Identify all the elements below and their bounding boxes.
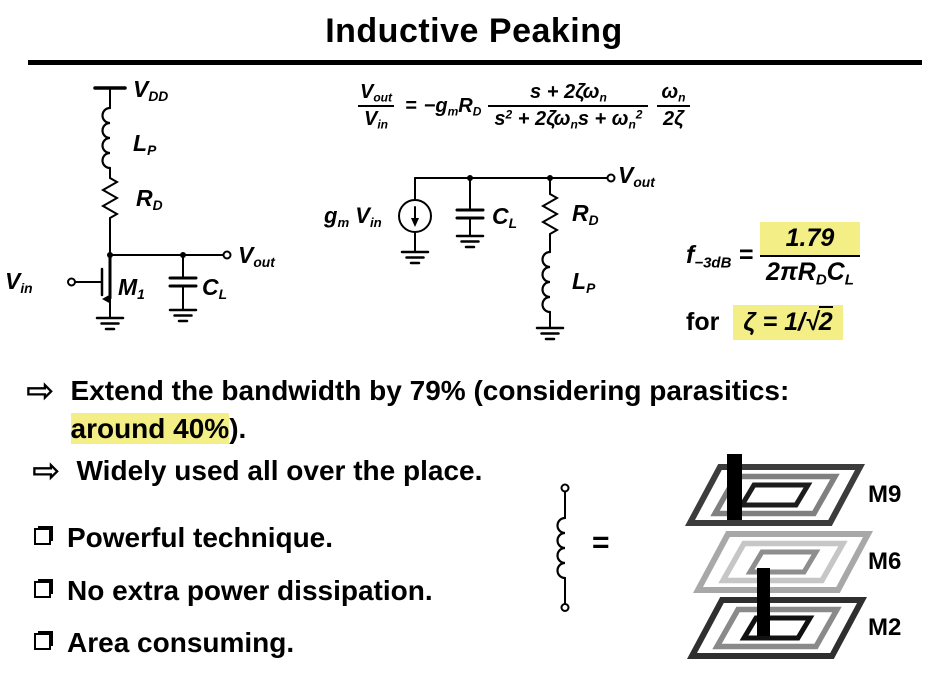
cl-label: CL: [202, 274, 228, 303]
bullet-extend-bandwidth: ⇨ Extend the bandwidth by 79% (consideri…: [26, 372, 789, 448]
bullet-powerful-technique: Powerful technique.: [34, 519, 333, 557]
vout-terminal: [222, 250, 232, 260]
rd-label: RD: [136, 185, 163, 214]
around-40-highlight: around 40%: [70, 413, 230, 444]
bandwidth-equation: f−3dB = 1.79 2πRDCL: [686, 222, 860, 288]
bandwidth-fraction: 1.79 2πRDCL: [760, 222, 860, 288]
vdd-label: VDD: [133, 76, 169, 105]
bullet-area-consuming: Area consuming.: [34, 624, 294, 662]
bullet-widely-used: ⇨ Widely used all over the place.: [32, 451, 483, 491]
rd-resistor-icon: [540, 177, 560, 235]
m1-transistor-icon: [67, 253, 125, 331]
square-bullet-icon: [34, 528, 51, 545]
via-bar-bottom: [757, 568, 770, 636]
gm-vin-source-label: gm Vin: [324, 203, 382, 230]
lp-label: LP: [133, 130, 157, 159]
arrow-bullet-icon: ⇨: [26, 371, 55, 411]
title-underline: [28, 60, 922, 65]
bullet-extend-bandwidth-text: Extend the bandwidth by 79% (considering…: [70, 375, 790, 444]
rd-label: RD: [572, 200, 599, 229]
vdd-supply-icon: [93, 86, 127, 109]
damping-condition: for ζ = 1/√2: [686, 305, 843, 340]
inductor-stack-diagram: [556, 454, 874, 659]
small-signal-circuit-diagram: [398, 173, 616, 341]
bandwidth-value-highlight: 1.79: [760, 222, 860, 255]
transfer-function-equation: Vout Vin = −gmRD s + 2ζωn s2 + 2ζωns + ω…: [354, 80, 692, 132]
rd-resistor-icon: [100, 177, 120, 219]
equals-sign: =: [738, 240, 754, 269]
left-circuit-diagram: [67, 86, 232, 331]
zeta-value-highlight: ζ = 1/√2: [733, 305, 843, 340]
inductor-symbol-icon: [556, 483, 570, 612]
cl-capacitor-icon: [455, 177, 485, 249]
spiral-layer-m2: [686, 597, 868, 659]
vout-terminal: [606, 173, 616, 183]
cl-label: CL: [492, 203, 518, 232]
for-label: for: [686, 308, 720, 336]
m2-layer-label: M2: [868, 614, 902, 641]
arrow-bullet-icon: ⇨: [32, 451, 61, 491]
square-bullet-icon: [34, 633, 51, 650]
vout-label: Vout: [618, 162, 655, 191]
vout-label: Vout: [238, 242, 275, 271]
lp-inductor-icon: [535, 233, 565, 341]
via-bar-top: [727, 454, 742, 520]
transfer-fraction: s + 2ζωn s2 + 2ζωns + ωn2: [488, 80, 649, 132]
gain-coefficient: −gmRD: [423, 94, 482, 119]
f3db-symbol: f−3dB: [686, 240, 732, 271]
vin-label: Vin: [5, 268, 33, 297]
m6-layer-label: M6: [868, 548, 902, 575]
current-source-icon: [398, 177, 432, 265]
spiral-layer-m6: [692, 531, 874, 593]
lp-label: LP: [572, 268, 596, 297]
gain-lhs-fraction: Vout Vin: [354, 80, 398, 132]
equals-label: =: [592, 526, 610, 559]
square-bullet-icon: [34, 581, 51, 598]
lp-inductor-icon: [101, 106, 112, 170]
bullet-no-extra-power: No extra power dissipation.: [34, 572, 433, 610]
m9-layer-label: M9: [868, 481, 902, 508]
m1-label: M1: [118, 274, 145, 303]
cl-capacitor-icon: [168, 254, 198, 323]
peaking-factor-fraction: ωn 2ζ: [655, 80, 691, 132]
spiral-layer-m9: [684, 464, 866, 526]
equals-sign: =: [405, 94, 417, 117]
page-title: Inductive Peaking: [325, 12, 623, 50]
